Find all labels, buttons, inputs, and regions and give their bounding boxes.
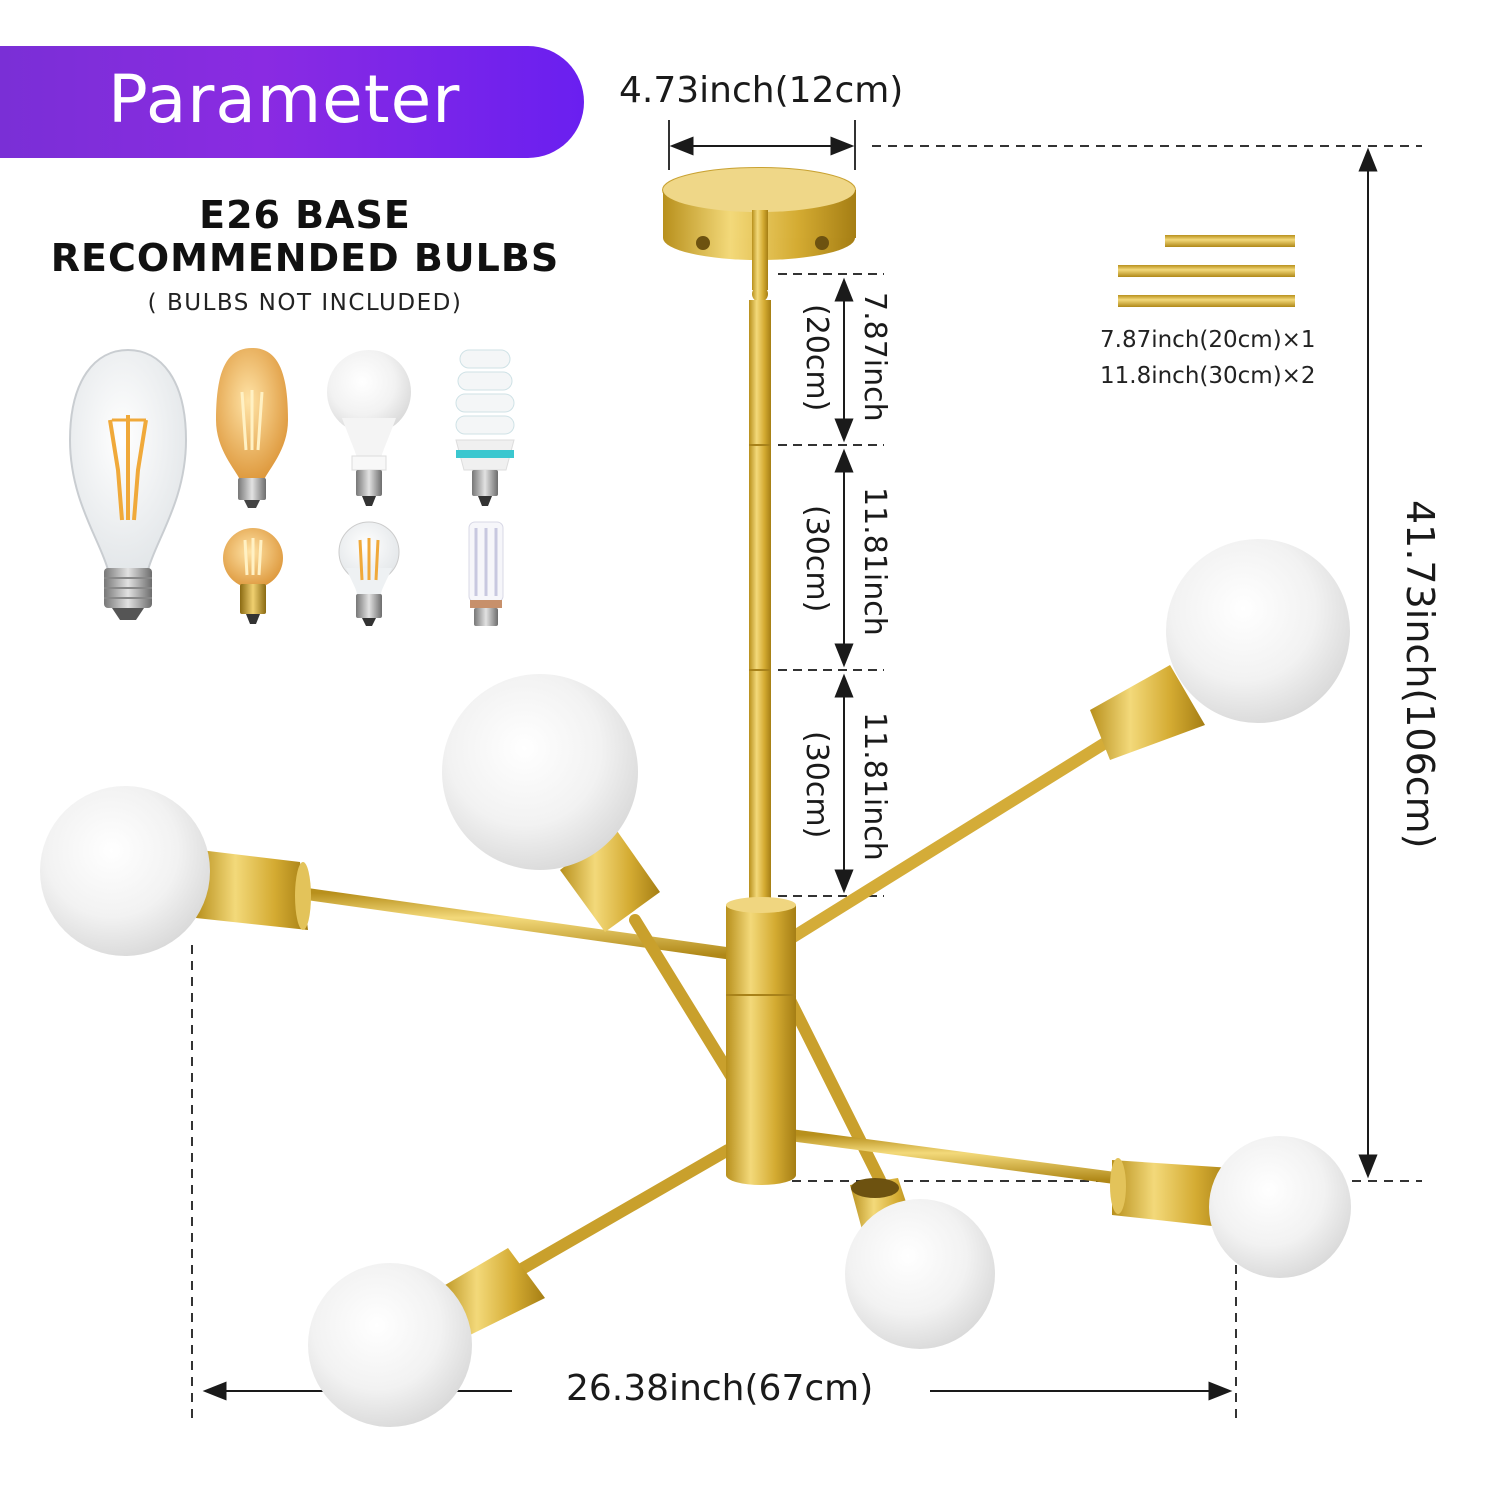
- total-width-label: 26.38inch(67cm): [566, 1368, 874, 1409]
- bulb-heading-recommended: RECOMMENDED BULBS: [50, 236, 560, 280]
- parameter-banner: [0, 46, 584, 158]
- rod-bottom-inch-label: 11.81inch: [857, 712, 892, 861]
- bulb-a19-led-icon: [327, 350, 411, 506]
- bulb-edison-st64-amber-icon: [216, 348, 288, 508]
- rod-middle-inch-label: 11.81inch: [857, 487, 892, 636]
- bulb-edison-st64-clear-icon: [68, 348, 188, 620]
- rods-legend-line2: 11.8inch(30cm)×2: [1100, 363, 1316, 389]
- rod-middle-cm-label: (30cm): [799, 505, 834, 613]
- rod-top-cm-label: (20cm): [799, 304, 834, 412]
- rod-top-inch-label: 7.87inch: [857, 292, 892, 422]
- bulb-heading-base: E26 BASE: [199, 193, 411, 237]
- bulbs-not-included-note: ( BULBS NOT INCLUDED): [147, 290, 463, 316]
- bulb-g45-amber-icon: [223, 528, 283, 624]
- bulb-a19-filament-icon: [338, 521, 400, 626]
- banner-title: Parameter: [108, 61, 461, 138]
- rods-legend-line1: 7.87inch(20cm)×1: [1100, 327, 1316, 353]
- canopy-width-label: 4.73inch(12cm): [619, 70, 904, 111]
- rod-segment-guides: [778, 273, 884, 897]
- rods-legend-icon: [1118, 235, 1295, 307]
- bulb-corn-led-icon: [468, 521, 504, 626]
- rod-bottom-cm-label: (30cm): [799, 731, 834, 839]
- canopy-width-dimension: [668, 120, 856, 170]
- bulb-spiral-cfl-icon: [455, 349, 515, 506]
- chandelier-fixture: [40, 167, 1351, 1427]
- total-height-label: 41.73inch(106cm): [1398, 500, 1442, 849]
